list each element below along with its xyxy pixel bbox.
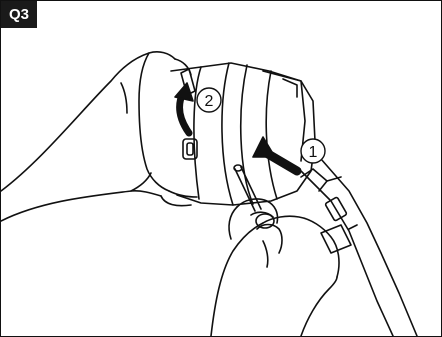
arrow-two-drawing <box>175 83 193 133</box>
arrow-one-drawing <box>253 137 297 171</box>
step-marker-1: 1 <box>301 139 325 163</box>
step-marker-1-label: 1 <box>309 144 318 161</box>
shaft-drawing <box>301 159 417 336</box>
left-hand-drawing <box>1 52 197 221</box>
step-marker-2-label: 2 <box>205 93 214 110</box>
step-marker-2: 2 <box>197 88 221 112</box>
device-body-drawing <box>171 63 315 205</box>
right-hand-drawing <box>211 199 339 336</box>
